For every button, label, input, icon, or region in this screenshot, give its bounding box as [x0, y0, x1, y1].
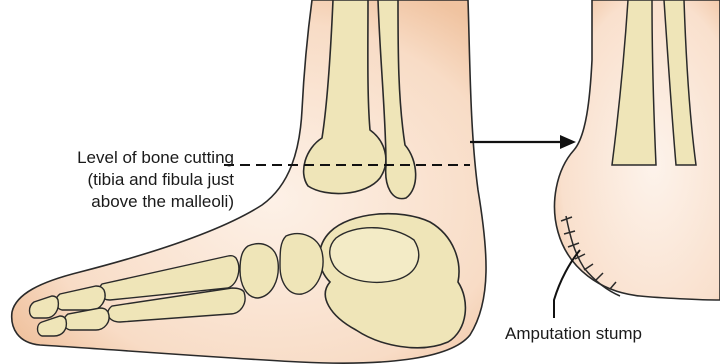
stump-label: Amputation stump	[505, 324, 642, 343]
bone-cut-label-line2: (tibia and fibula just	[88, 170, 235, 189]
bone-cut-label-line3: above the malleoli)	[91, 192, 234, 211]
arrow-head-icon	[560, 135, 576, 149]
talus-bone	[330, 228, 419, 283]
bone-cut-label-line1: Level of bone cutting	[77, 148, 234, 167]
